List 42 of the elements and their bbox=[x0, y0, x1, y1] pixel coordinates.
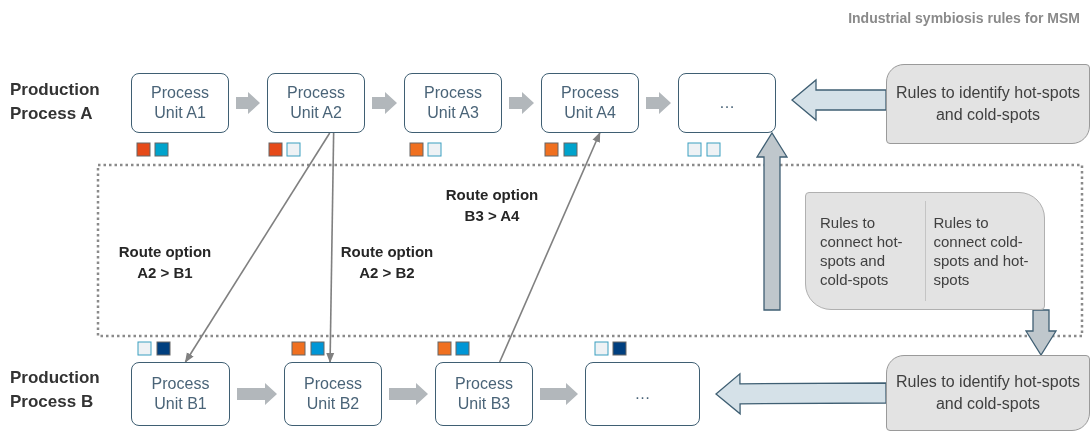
node-text: Process Unit B1 bbox=[150, 374, 211, 414]
process-box bbox=[435, 362, 533, 426]
process-box bbox=[541, 73, 639, 133]
arrow bbox=[498, 132, 601, 363]
node-text: Rules to connect cold-spots and hot-spots bbox=[924, 201, 1038, 301]
node-text: Process Unit B3 bbox=[454, 374, 514, 414]
node-text: … bbox=[634, 384, 651, 404]
process-box bbox=[267, 73, 365, 133]
block-arrow bbox=[389, 383, 428, 405]
process-box bbox=[131, 73, 229, 133]
node-text: Process Unit A1 bbox=[150, 83, 210, 123]
process-box bbox=[284, 362, 382, 426]
rules-box bbox=[886, 355, 1090, 431]
process-box bbox=[678, 73, 776, 133]
node-text: Process Unit A4 bbox=[560, 83, 620, 123]
block-arrow bbox=[236, 92, 260, 114]
node-text: Rules to connect hot-spots and cold-spots bbox=[819, 213, 904, 290]
row-label: Production Process A bbox=[10, 79, 101, 125]
arrow bbox=[184, 132, 331, 363]
process-box bbox=[585, 362, 700, 426]
block-arrow bbox=[755, 131, 789, 311]
block-arrow bbox=[646, 92, 671, 114]
node-text: Process Unit A3 bbox=[423, 83, 483, 123]
rules-box bbox=[886, 64, 1090, 144]
row-label: Production Process B bbox=[10, 367, 101, 413]
block-arrow bbox=[715, 372, 887, 416]
block-arrow bbox=[1024, 309, 1058, 357]
node-text: Rules to identify hot-spots and cold-spots bbox=[895, 83, 1081, 125]
node-text: … bbox=[719, 93, 735, 113]
process-box bbox=[131, 362, 230, 426]
block-arrow bbox=[509, 92, 534, 114]
block-arrow bbox=[540, 383, 578, 405]
node-text: Process Unit B2 bbox=[303, 374, 363, 414]
block-arrow bbox=[237, 383, 277, 405]
process-box bbox=[404, 73, 502, 133]
arrow bbox=[326, 132, 335, 363]
rules-panel bbox=[805, 192, 1045, 310]
node-text: Rules to identify hot-spots and cold-spots bbox=[895, 372, 1081, 414]
block-arrow bbox=[791, 78, 887, 122]
block-arrow bbox=[372, 92, 397, 114]
node-text: Process Unit A2 bbox=[286, 83, 346, 123]
title: Industrial symbiosis rules for MSM bbox=[848, 10, 1080, 26]
